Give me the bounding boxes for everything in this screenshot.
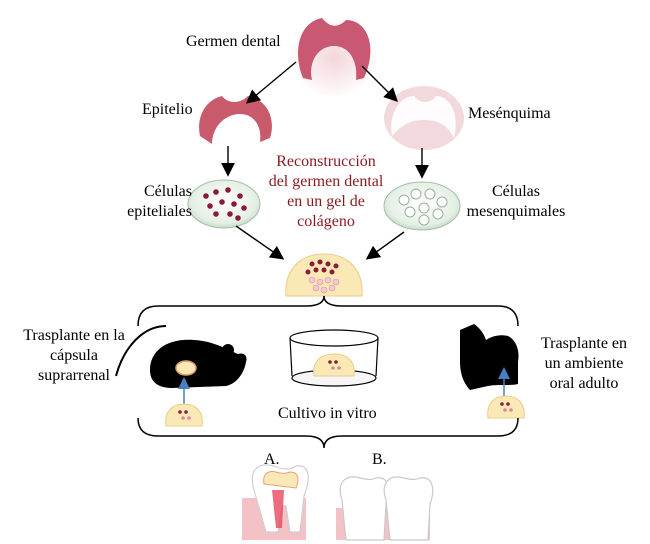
epithelial-cells-dish-icon [187,179,261,229]
label-cultivo-in-vitro: Cultivo in vitro [278,405,377,422]
label-trasplante-oral: Trasplante en un ambiente oral adulto [540,335,628,392]
label-germen-dental: Germen dental [186,33,281,50]
result-b-teeth-icon [336,476,434,541]
lower-brace [137,417,519,449]
mesenchymal-cells-dish-icon [383,181,461,231]
label-result-a: A. [264,451,280,468]
label-trasplante-capsula: Trasplante en la cápsula suprarrenal [23,327,125,384]
collagen-gel-germ-icon [285,253,363,297]
mouse-left-icon [115,325,247,427]
label-celulas-epiteliales: Células epiteliales [127,183,192,220]
culture-dish-icon [289,329,379,387]
mouse-right-icon [460,324,525,419]
epithelium-icon [199,96,272,144]
mesenchyme-icon [384,86,464,150]
upper-brace [137,295,519,327]
result-a-tooth-icon [242,464,309,540]
tooth-germ-icon [292,18,376,96]
flow-arrows [221,61,429,260]
label-mesenquima: Mesénquima [468,105,551,122]
label-reconstruccion: Reconstrucción del germen dental en un g… [268,153,384,230]
label-epitelio: Epitelio [142,101,193,118]
label-celulas-mesenquimales: Células mesenquimales [466,183,566,220]
label-result-b: B. [372,451,387,468]
